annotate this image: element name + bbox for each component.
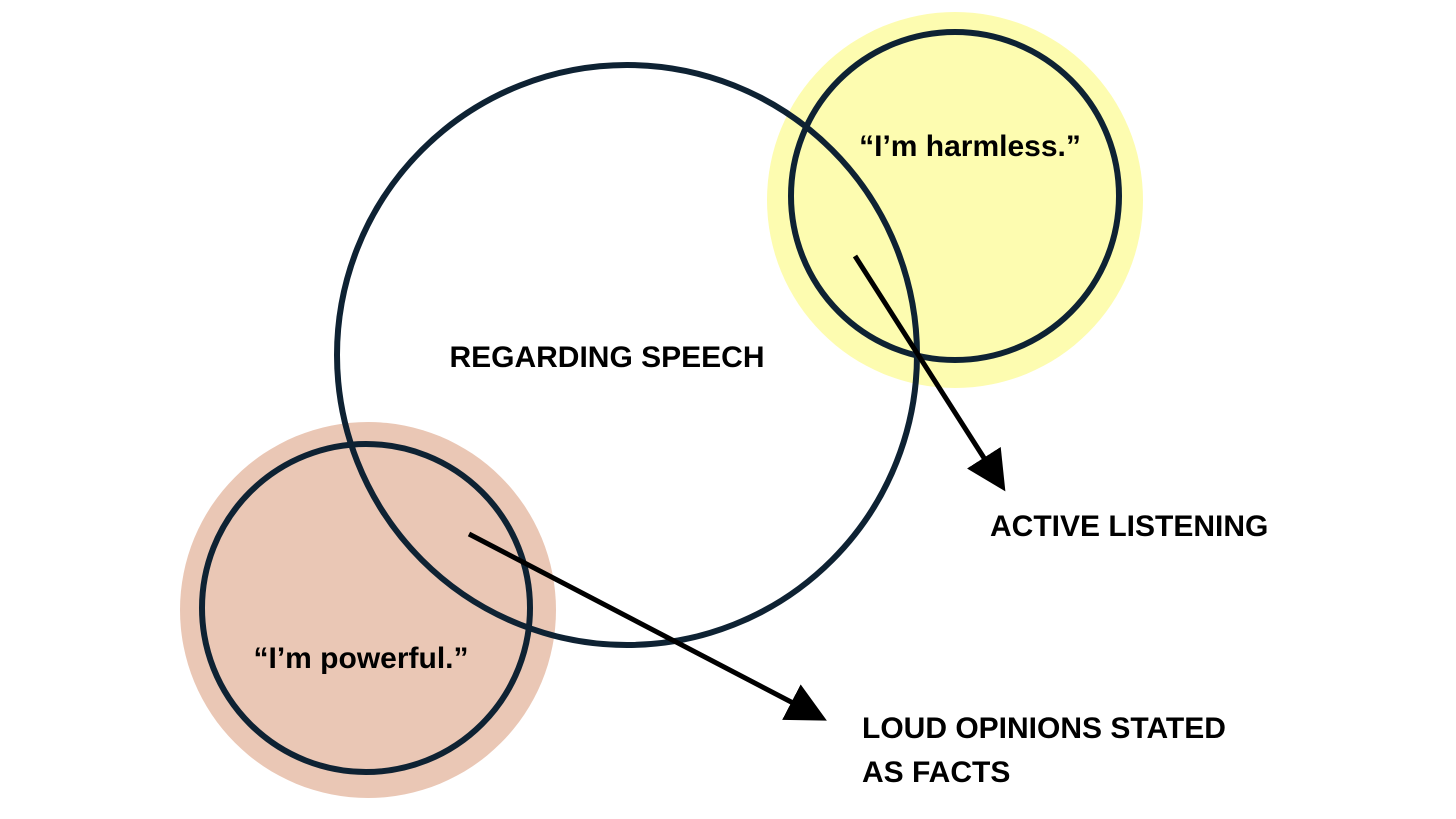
powerful-circle xyxy=(199,441,533,775)
loud-opinions-label-line-2: AS FACTS xyxy=(862,756,1010,789)
harmless-circle xyxy=(788,29,1122,363)
harmless-halo xyxy=(767,12,1143,388)
regarding-speech-label: REGARDING SPEECH xyxy=(449,341,764,374)
powerful-quote: “I’m powerful.” xyxy=(253,642,468,675)
loud-opinions-label-line-1: LOUD OPINIONS STATED xyxy=(862,712,1226,745)
active-listening-arrow xyxy=(852,254,1006,492)
harmless-quote: “I’m harmless.” xyxy=(859,130,1081,163)
active-listening-label: ACTIVE LISTENING xyxy=(990,510,1268,543)
loud-opinions-arrow xyxy=(467,531,827,721)
powerful-halo xyxy=(180,422,556,798)
